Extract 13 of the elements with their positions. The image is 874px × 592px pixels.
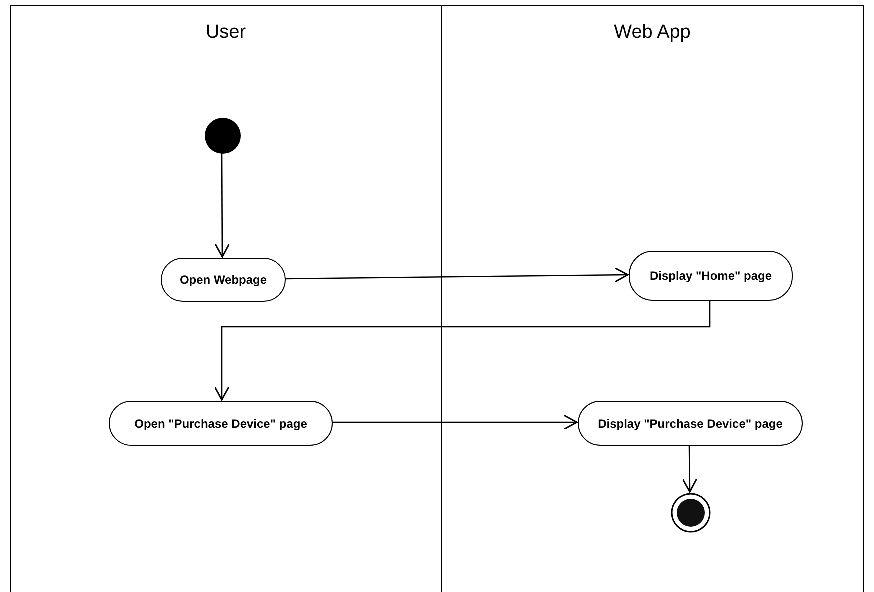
arrow (285, 267, 629, 283)
arrow (682, 445, 698, 493)
swimlane (10, 5, 442, 592)
action-node: Display "Home" page (629, 251, 793, 301)
arrow (214, 300, 711, 401)
lane-header: Web App (613, 22, 692, 44)
action-node: Open Webpage (161, 258, 286, 302)
arrow (332, 414, 578, 430)
arrow (214, 153, 230, 258)
action-node: Display "Purchase Device" page (578, 401, 803, 446)
swimlane (441, 5, 864, 592)
action-node: Open "Purchase Device" page (109, 401, 333, 446)
lane-header: User (204, 22, 248, 44)
